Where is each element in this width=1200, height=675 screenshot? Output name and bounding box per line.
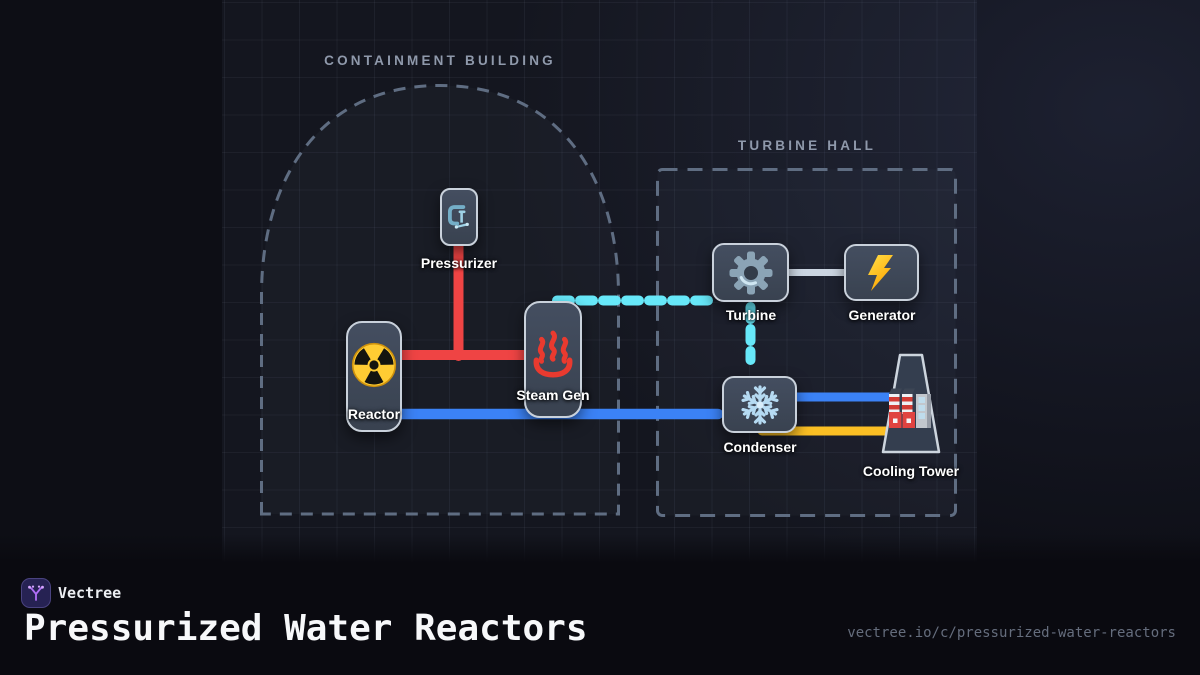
node-turbine[interactable] — [712, 243, 789, 302]
factory-icon — [889, 388, 931, 428]
condenser-label: Condenser — [723, 439, 797, 455]
gear-icon — [729, 251, 772, 294]
vectree-logo — [21, 578, 51, 608]
pressurizer-label: Pressurizer — [420, 255, 498, 271]
bottom-fade — [0, 534, 1200, 563]
node-condenser[interactable] — [722, 376, 797, 433]
brand-name: Vectree — [58, 584, 122, 602]
node-reactor[interactable] — [346, 321, 402, 432]
containment-building-label: CONTAINMENT BUILDING — [324, 53, 556, 68]
page-title: Pressurized Water Reactors — [24, 608, 588, 649]
hot-springs-icon — [533, 330, 573, 378]
node-generator[interactable] — [844, 244, 919, 301]
diagram-stage: CONTAINMENT BUILDING TURBINE HALL — [0, 0, 1200, 563]
reactor-label: Reactor — [347, 406, 401, 422]
share-url: vectree.io/c/pressurized-water-reactors — [847, 625, 1176, 641]
lightning-icon — [867, 254, 893, 291]
turbine-label: Turbine — [725, 307, 777, 323]
radioactive-icon — [351, 342, 397, 388]
steam-gen-label: Steam Gen — [516, 387, 590, 403]
snowflake-icon — [740, 384, 779, 425]
node-steam-gen[interactable] — [524, 301, 582, 418]
generator-label: Generator — [848, 307, 916, 323]
clamp-icon — [447, 205, 469, 229]
turbine-hall-label: TURBINE HALL — [737, 138, 877, 153]
node-pressurizer[interactable] — [440, 188, 478, 246]
node-cooling-tower[interactable] — [876, 353, 946, 455]
cooling-tower-label: Cooling Tower — [862, 463, 960, 479]
pipes-layer — [260, 83, 957, 517]
footer: Vectree Pressurized Water Reactors vectr… — [0, 563, 1200, 675]
vectree-logo-icon — [28, 585, 44, 601]
